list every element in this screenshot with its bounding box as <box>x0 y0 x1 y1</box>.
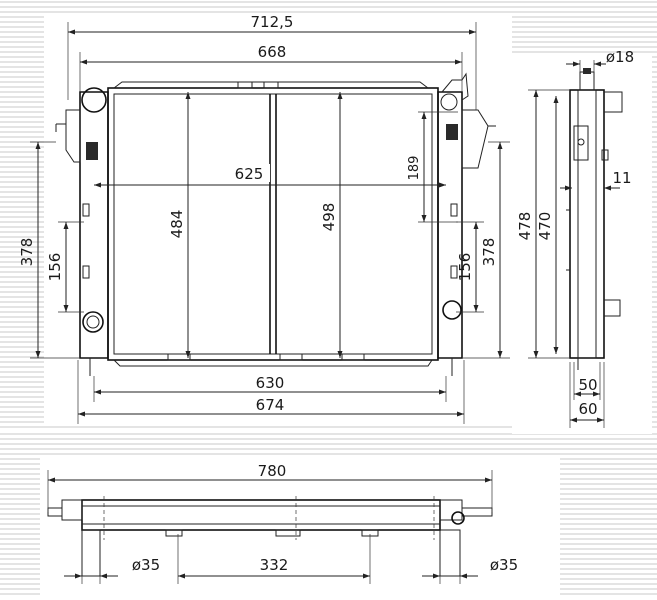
dim-right-height: 378 <box>480 238 498 267</box>
bottom-view-clip-2 <box>275 529 301 537</box>
dim-core-height: 484 <box>168 210 186 239</box>
dim-left-lower: 156 <box>46 253 64 282</box>
side-bracket <box>573 125 589 161</box>
side-tab <box>601 149 609 161</box>
bottom-view-clip-1 <box>165 529 183 537</box>
side-view <box>566 68 623 370</box>
dim-bracket-height: 189 <box>407 156 422 181</box>
dim-pipe-diameter: ø18 <box>606 48 634 66</box>
dim-offset: 11 <box>612 169 631 187</box>
dim-overall-length: 780 <box>258 462 287 480</box>
side-cap-top <box>583 68 591 74</box>
side-upper-pipe <box>604 91 623 113</box>
left-bracket-grommet <box>86 142 98 160</box>
front-dimensions: 712,5 668 625 484 498 189 378 156 <box>18 13 510 424</box>
lower-right-boss <box>442 300 462 320</box>
upper-right-boss <box>440 93 458 111</box>
left-slot-2 <box>82 265 90 279</box>
left-slot-1 <box>82 203 90 217</box>
dim-625-bg <box>228 164 270 182</box>
dim-overall-width: 712,5 <box>251 13 294 31</box>
top-clip-right <box>263 81 279 89</box>
side-dimensions: ø18 11 478 470 50 60 <box>516 48 634 428</box>
bottom-right-outlet <box>439 529 461 577</box>
bottom-clip-2 <box>279 353 303 361</box>
dim-center-span: 332 <box>260 556 289 574</box>
dim-depth-outer: 60 <box>578 400 597 418</box>
dim-core-height-right: 498 <box>320 203 338 232</box>
dim-core-width-top: 668 <box>258 43 287 61</box>
top-clip-left <box>237 81 253 89</box>
front-view <box>55 72 496 376</box>
bottom-dimensions: 780 ø35 332 ø35 <box>47 462 518 584</box>
bottom-drain <box>451 511 465 525</box>
bottom-rail <box>113 359 433 367</box>
right-slot-1 <box>450 203 458 217</box>
dim-right-pipe: ø35 <box>490 556 518 574</box>
dim-core-inner-width: 625 <box>235 165 264 183</box>
core-inner <box>113 93 433 355</box>
right-mount-bracket <box>461 109 489 169</box>
right-bracket-grommet <box>446 124 458 140</box>
right-slot-2 <box>450 265 458 279</box>
dim-depth-inner: 50 <box>578 376 597 394</box>
dim-left-pipe: ø35 <box>132 556 160 574</box>
left-mount-bracket <box>65 109 81 163</box>
filler-neck <box>441 72 469 101</box>
bottom-left-outlet <box>81 529 101 577</box>
side-lower-pipe <box>604 299 621 317</box>
dim-bottom-outer-width: 674 <box>256 396 285 414</box>
dim-left-height: 378 <box>18 238 36 267</box>
side-bracket-hole <box>577 138 585 146</box>
dim-right-lower: 156 <box>456 253 474 282</box>
bottom-view-panel <box>40 455 560 595</box>
upper-left-boss <box>81 87 107 113</box>
dim-bottom-inner-width: 630 <box>256 374 285 392</box>
dim-height-inner: 470 <box>536 212 554 241</box>
bottom-view <box>47 496 493 577</box>
dim-height-outer: 478 <box>516 212 534 241</box>
lower-left-outlet <box>82 311 104 333</box>
lower-left-outlet-inner <box>86 315 100 329</box>
left-bracket-pin <box>55 123 66 132</box>
